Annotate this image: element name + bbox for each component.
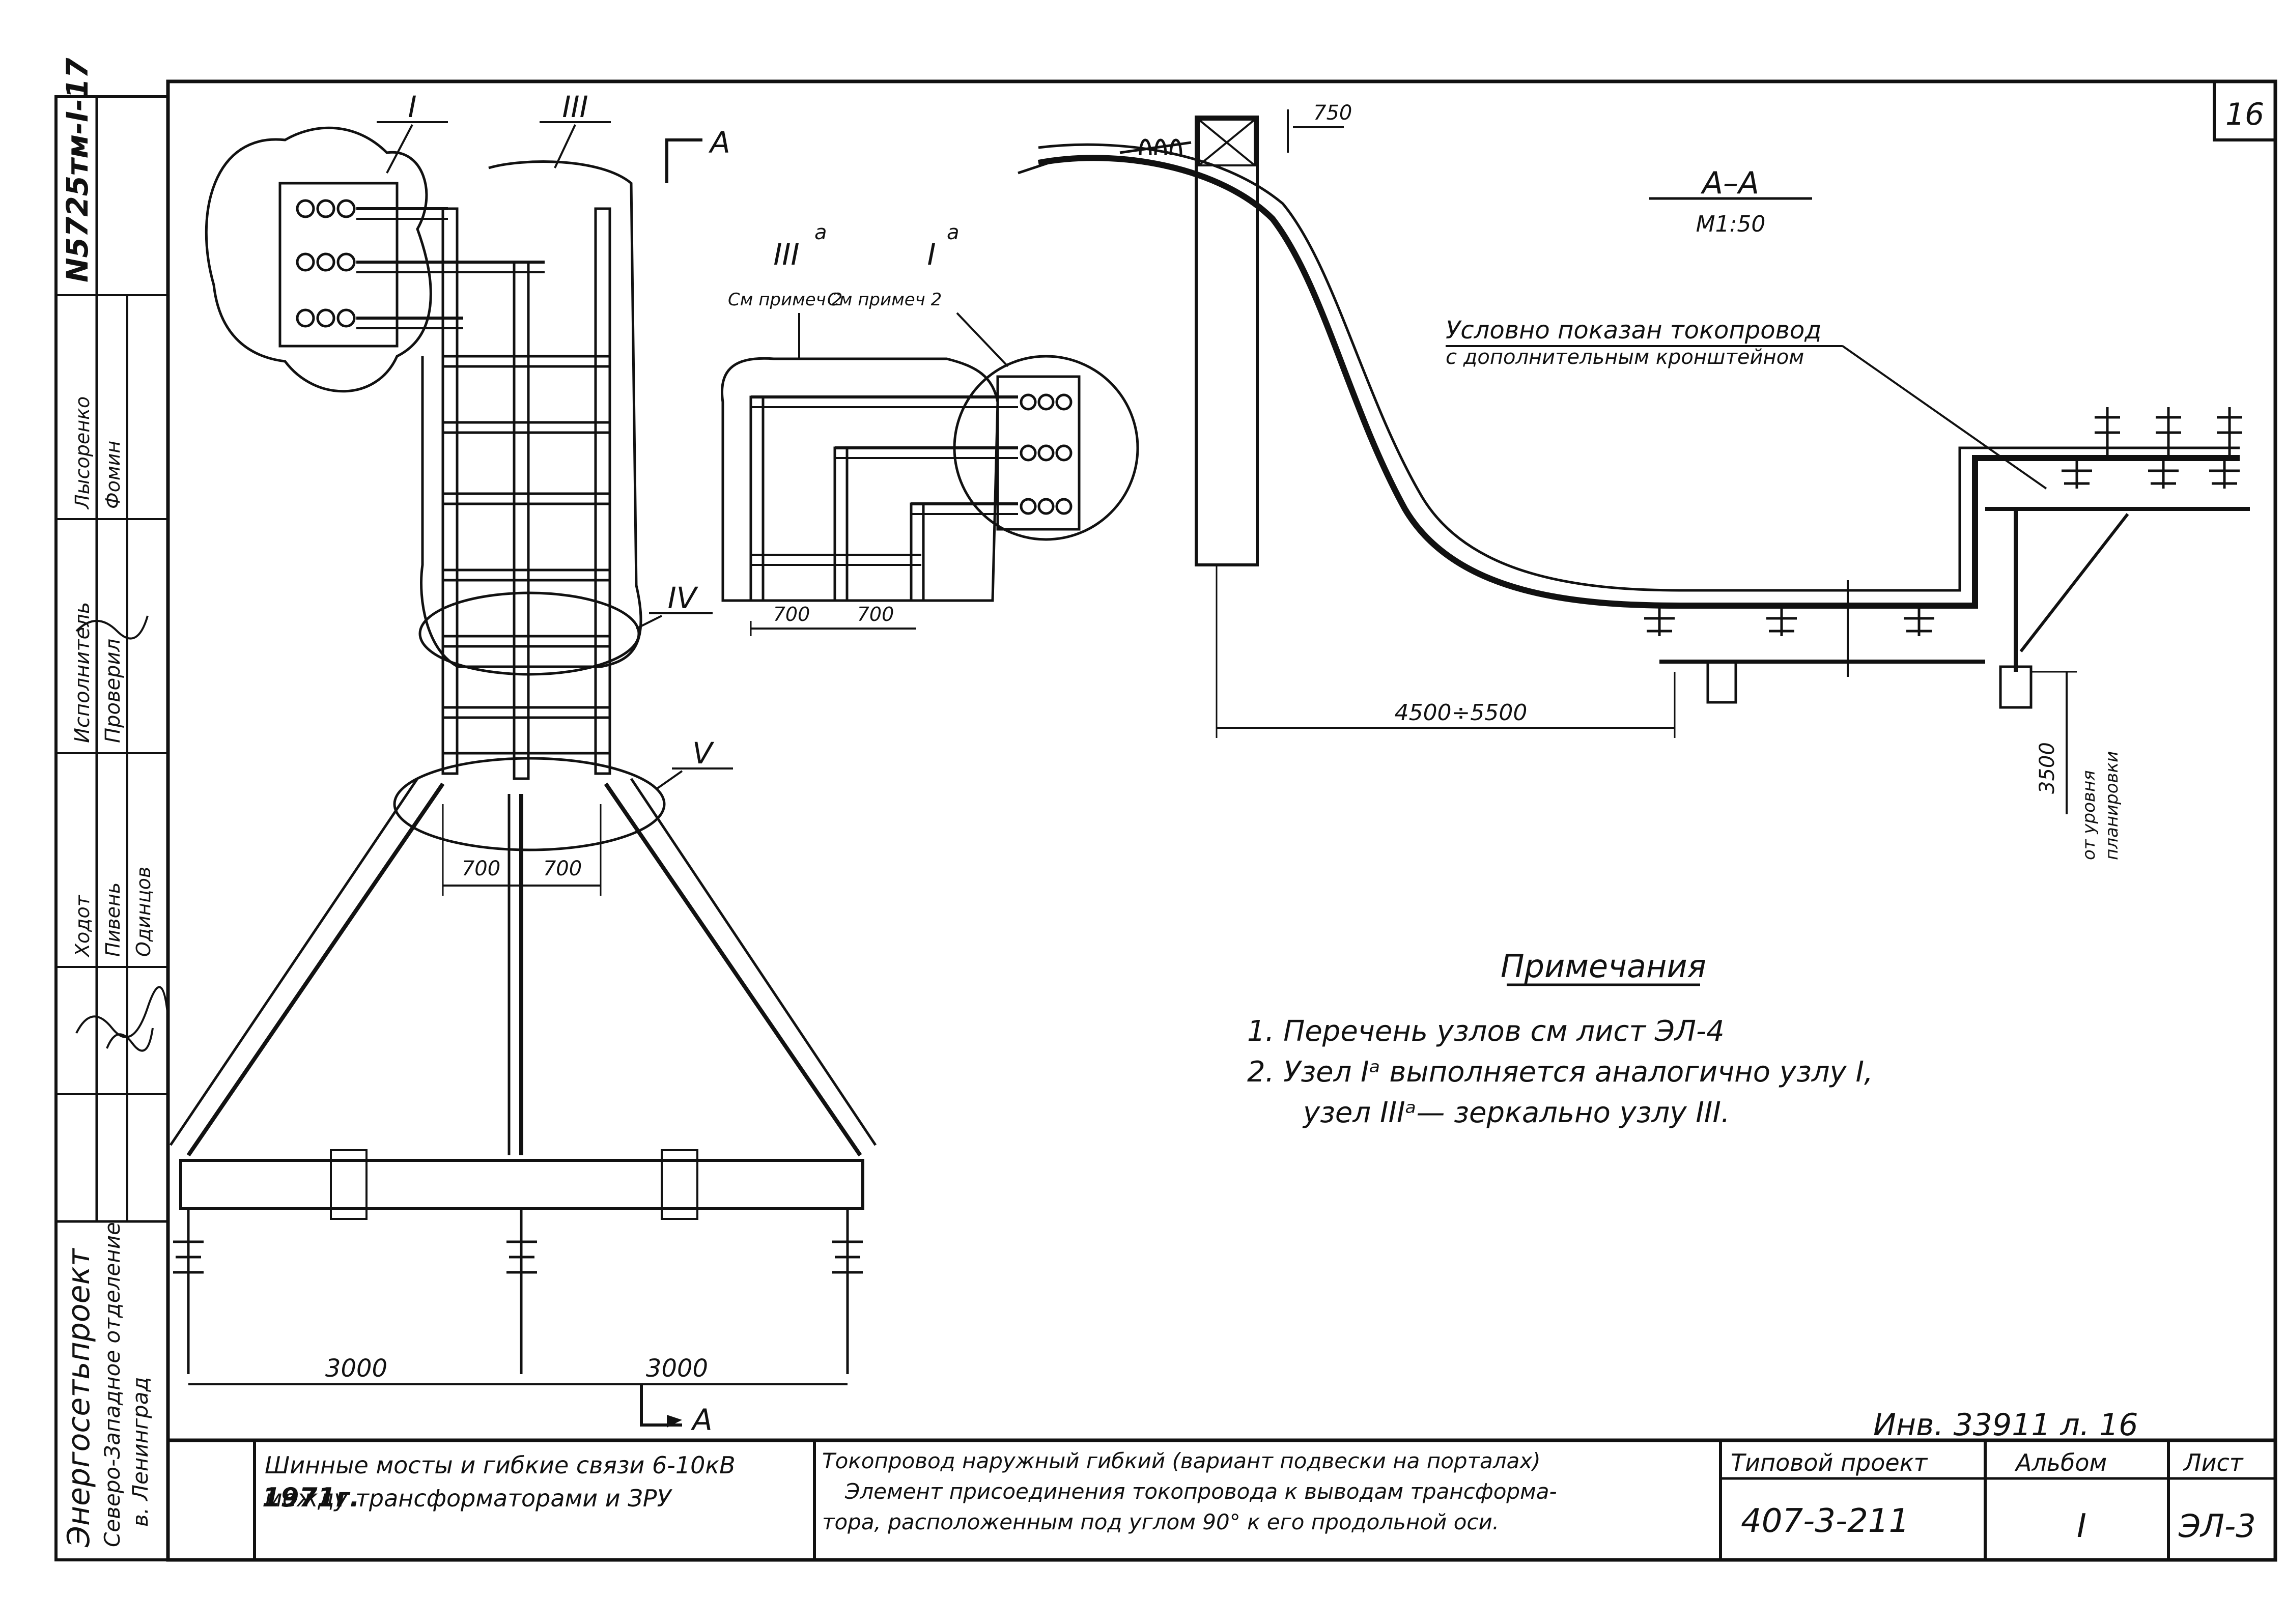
title-line-1: Токопровод наружный гибкий (вариант подв… [822,1448,1541,1473]
org-name: Энергосетьпроект [61,1247,97,1548]
project-label: Типовой проект [1731,1449,1928,1476]
stamp-name: Фомин [102,441,124,509]
archive-number: N5725тм-I-17 [60,58,95,282]
node-label-III: III [562,90,588,124]
leader-IV [636,615,662,630]
node-label-I: I [408,90,416,124]
node-III-outline [420,160,642,668]
album-number: I [2077,1507,2086,1545]
dim-700-right: 700 [543,857,582,880]
plan-view [169,126,877,1374]
drop-insulators [173,1209,863,1374]
node-label-IV: IV [668,581,699,615]
stamp-name: Пивень [102,882,124,957]
note-3: узел IIIᵃ— зеркально узлу III. [1302,1096,1730,1129]
role-executor: Исполнитель [71,602,94,743]
callout-line-1: Условно показан токопровод [1446,316,1821,345]
dim-3000-left: 3000 [325,1354,387,1383]
node-label-Ia-sup: a [947,221,960,244]
node-I-outline [205,126,432,393]
dim-3500-note-2: планировки [2102,751,2122,860]
stamp-name: Ходот [71,894,94,958]
callout-line-2: с дополнительным кронштейном [1446,346,1804,369]
stamp-name: Лысоренко [71,396,94,510]
ladder-crossbars [443,355,611,755]
node-IV-outline [418,591,640,676]
callout-leader [1842,345,2047,490]
sheet-code: ЭЛ-3 [2178,1507,2256,1545]
sheet-number-box [2213,80,2277,141]
terminal-insulators [296,199,356,328]
node-label-IIIa-sup: a [814,221,827,244]
year: 1971г. [262,1483,360,1513]
album-label: Альбом [2014,1449,2107,1476]
see-note-Ia: См примеч 2 [827,290,942,310]
leader-I [386,124,413,174]
dim-3500-note-1: от уровня [2079,770,2099,860]
inventory-number: Инв. 33911 л. 16 [1873,1407,2138,1443]
project-number: 407-3-211 [1741,1502,1909,1540]
dim-750: 750 [1313,101,1352,125]
subject-line-2: между трансформаторами и ЗРУ [265,1485,673,1512]
leader-V [656,770,683,790]
transformer-terminal-box [278,182,399,348]
see-note-IIIa: См примеч 2 [728,290,842,310]
node-label-Ia: I [927,237,936,272]
org-city: в. Ленинград [128,1377,153,1527]
support-beam [179,1159,864,1210]
node-label-IIIa: III [773,237,799,272]
stamp-name: Одинцов [132,867,155,957]
title-line-2: Элемент присоединения токопровода к выво… [844,1479,1557,1504]
signature [75,986,169,1038]
dim-4500: 4500÷5500 [1395,700,1528,726]
dim-3500: 3500 [2036,742,2059,794]
title-line-3: тора, расположенным под углом 90° к его … [822,1509,1499,1534]
role-checked: Проверил [101,639,125,743]
cut-label-top: А [708,125,730,160]
side-stamp-border [54,95,170,1561]
detail-dim-700-right: 700 [857,603,894,625]
node-IIIa-Ia-detail [721,355,1139,636]
org-branch: Северо-Западное отделение [100,1222,125,1547]
title-block [166,1438,2277,1562]
cut-mark-top [665,138,702,183]
notes-title: Примечания [1501,948,1706,985]
dim-700-left: 700 [462,857,500,880]
sheet-number: 16 [2225,97,2264,132]
node-label-V: V [692,736,715,771]
section-label: А–А [1700,165,1759,201]
node-V-outline [393,757,666,851]
dim-3000-right: 3000 [646,1354,708,1383]
section-scale: М1:50 [1696,211,1766,237]
signature [106,1028,154,1052]
leader-III [554,124,576,168]
note-2: 2. Узел Iᵃ выполняется аналогично узлу I… [1247,1056,1873,1089]
section-A-A [1018,116,2250,709]
subject-line-1: Шинные мосты и гибкие связи 6-10кВ [265,1451,736,1479]
sheet-border [166,79,2277,1562]
note-1: 1. Перечень узлов см лист ЭЛ-4 [1247,1015,1725,1048]
detail-dim-700-left: 700 [773,603,810,625]
signature [75,615,149,640]
sheet-label: Лист [2183,1449,2244,1476]
cut-label-bottom: А [690,1403,713,1437]
